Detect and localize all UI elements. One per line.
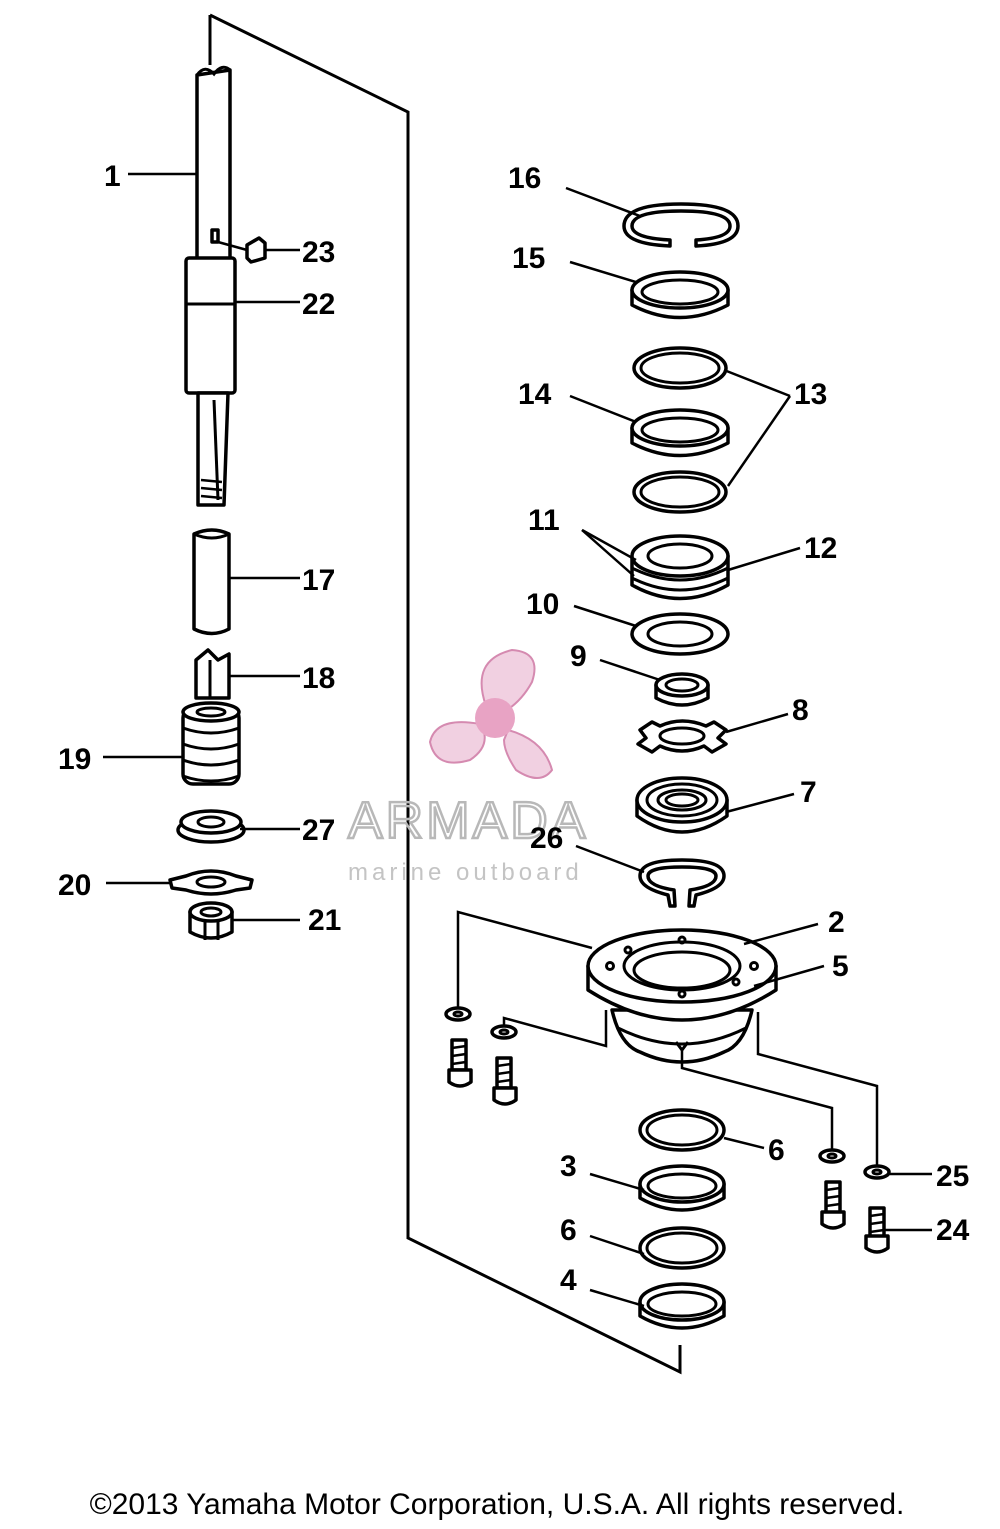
bolt-left-2 <box>490 1024 518 1106</box>
part-1-shaft <box>184 65 237 507</box>
callout-19: 19 <box>58 743 91 776</box>
part-23-key <box>245 236 267 264</box>
part-25-washer <box>863 1164 891 1180</box>
part-12-seal-housing <box>630 534 730 601</box>
part-19-spring <box>181 701 241 786</box>
callout-26: 26 <box>530 822 563 855</box>
bolt-alignment-lines <box>456 910 879 1166</box>
callout-15: 15 <box>512 242 545 275</box>
callout-6-lower: 6 <box>560 1214 577 1247</box>
part-26-circlip <box>638 858 726 908</box>
part-16-circlip <box>622 202 740 248</box>
callout-13: 13 <box>794 378 827 411</box>
propeller-logo-icon <box>428 648 554 779</box>
callout-5: 5 <box>832 950 849 983</box>
callout-11: 11 <box>528 504 560 537</box>
callout-27: 27 <box>302 814 335 847</box>
callout-21: 21 <box>308 904 341 937</box>
callout-8: 8 <box>792 694 809 727</box>
part-20-tab-washer <box>168 869 254 896</box>
part-17-pin <box>192 528 231 636</box>
assembly-frame <box>208 13 682 1375</box>
callout-22: 22 <box>302 288 335 321</box>
bolt-left-1 <box>444 1006 473 1088</box>
part-6-oring-upper <box>638 1108 726 1152</box>
part-13-oring-lower <box>632 470 728 514</box>
callout-1: 1 <box>104 160 121 193</box>
watermark: ARMADA marine outboard <box>347 648 588 886</box>
part-15-bushing <box>630 270 730 320</box>
bolt-right-1 <box>818 1148 846 1230</box>
part-10-washer <box>630 612 730 656</box>
callout-18: 18 <box>302 662 335 695</box>
part-27-washer <box>176 809 246 844</box>
part-9-collar <box>654 672 710 707</box>
part-3-bushing <box>638 1164 726 1212</box>
callout-7: 7 <box>800 776 817 809</box>
callout-2: 2 <box>828 906 845 939</box>
part-18-slider <box>194 648 231 700</box>
copyright-text: ©2013 Yamaha Motor Corporation, U.S.A. A… <box>90 1488 905 1521</box>
callout-4: 4 <box>560 1264 577 1297</box>
propeller-hub-icon <box>475 698 515 738</box>
leader-lines <box>103 172 932 1308</box>
part-2-housing <box>586 928 778 1064</box>
callout-10: 10 <box>526 588 559 621</box>
part-24-bolt <box>864 1206 890 1254</box>
callout-25: 25 <box>936 1160 969 1193</box>
watermark-title: ARMADA <box>348 792 588 850</box>
part-6-oring-lower <box>638 1226 726 1270</box>
part-14-bushing <box>630 408 730 458</box>
callout-labels: 1 23 22 17 18 19 27 20 21 16 15 14 13 11… <box>58 160 970 1297</box>
callout-24: 24 <box>936 1214 970 1247</box>
callout-16: 16 <box>508 162 541 195</box>
callout-9: 9 <box>570 640 587 673</box>
part-21-nut <box>188 901 234 940</box>
part-8-lock-washer <box>636 719 728 754</box>
callout-6-upper: 6 <box>768 1134 785 1167</box>
callout-23: 23 <box>302 236 335 269</box>
part-4-bushing <box>638 1282 726 1330</box>
callout-17: 17 <box>302 564 335 597</box>
callout-20: 20 <box>58 869 91 902</box>
part-13-oring-upper <box>632 346 728 390</box>
callout-12: 12 <box>804 532 837 565</box>
part-7-ball-bearing <box>635 776 729 834</box>
callout-3: 3 <box>560 1150 577 1183</box>
callout-14: 14 <box>518 378 552 411</box>
watermark-subtitle: marine outboard <box>348 859 583 886</box>
